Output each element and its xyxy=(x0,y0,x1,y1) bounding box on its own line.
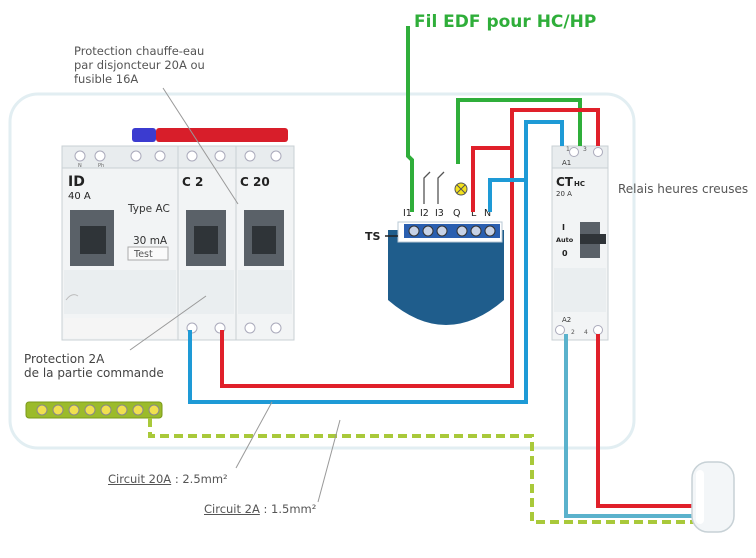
chauffe-eau-line-2: par disjoncteur 20A ou xyxy=(74,58,205,72)
circuit-20a-size: : 2.5mm² xyxy=(174,472,228,486)
ct-terminal-3: 3 xyxy=(583,146,587,153)
relay-module: TS I1 I2 I3 Q L N xyxy=(365,171,504,325)
id-name: ID xyxy=(68,174,85,190)
earth-bar xyxy=(25,401,163,419)
ct-rating: 20 A xyxy=(556,190,572,198)
earth-wire xyxy=(148,418,694,524)
terminal-n-label: N xyxy=(78,163,82,169)
id-test-button: Test xyxy=(133,249,153,260)
id-type: Type AC xyxy=(127,203,170,215)
contactor-hc: 1 3 A1 CT HC 20 A I Auto 0 A2 2 4 xyxy=(551,145,609,341)
circuit-2a-size: : 1.5mm² xyxy=(263,502,317,516)
edf-wire-green-ct xyxy=(456,98,582,164)
ct-terminal-1: 1 xyxy=(566,146,570,153)
blue-wire-module xyxy=(488,178,526,212)
breaker-id: N Ph ID 40 A Type AC 30 mA Test xyxy=(61,145,179,341)
ts-label: TS xyxy=(365,230,381,243)
id-rating: 40 A xyxy=(68,191,91,202)
water-heater xyxy=(691,461,735,533)
c20-name: C 20 xyxy=(240,175,270,189)
red-wire-top xyxy=(471,108,600,212)
blue-wire-main xyxy=(188,120,564,404)
annotation-chauffe-eau: Protection chauffe-eau par disjoncteur 2… xyxy=(74,44,205,86)
edf-wire-green xyxy=(406,26,414,212)
ct-mode-auto: Auto xyxy=(556,236,574,244)
terminal-n: N xyxy=(484,208,491,219)
busbar-red xyxy=(156,128,288,142)
busbar-blue xyxy=(132,128,156,142)
ct-terminal-4: 4 xyxy=(584,329,588,336)
ct-a2: A2 xyxy=(562,316,571,324)
ct-terminal-2: 2 xyxy=(571,329,575,336)
c2-name: C 2 xyxy=(182,175,203,189)
red-wire-heater xyxy=(596,334,694,508)
id-sensitivity: 30 mA xyxy=(133,235,168,247)
annotation-commande: Protection 2A de la partie commande xyxy=(24,352,164,380)
ct-a1: A1 xyxy=(562,159,571,167)
ct-mode-0: 0 xyxy=(562,249,568,258)
circuit-20a-name: Circuit 20A xyxy=(108,472,172,486)
commande-line-1: Protection 2A xyxy=(24,352,105,366)
ct-sub: HC xyxy=(574,180,585,188)
annotation-relais: Relais heures creuses xyxy=(618,182,749,196)
blue-wire-heater xyxy=(564,334,694,518)
chauffe-eau-line-3: fusible 16A xyxy=(74,72,139,86)
terminal-ph-label: Ph xyxy=(98,163,104,169)
terminal-i2: I2 xyxy=(420,208,429,219)
annotation-circuit-2a: Circuit 2A : 1.5mm² xyxy=(204,502,316,516)
breaker-c2: C 2 xyxy=(177,145,237,341)
ct-name: CT xyxy=(556,175,574,189)
ct-mode-i: I xyxy=(562,223,565,232)
circuit-2a-name: Circuit 2A xyxy=(204,502,260,516)
terminal-q: Q xyxy=(453,208,460,219)
breaker-c20: C 20 xyxy=(235,145,295,341)
page-title: Fil EDF pour HC/HP xyxy=(414,12,597,32)
annotation-circuit-20a: Circuit 20A : 2.5mm² xyxy=(108,472,228,486)
terminal-i3: I3 xyxy=(435,208,444,219)
terminal-l: L xyxy=(471,208,477,219)
commande-line-2: de la partie commande xyxy=(24,366,164,380)
red-wire-bottom xyxy=(220,148,514,388)
chauffe-eau-line-1: Protection chauffe-eau xyxy=(74,44,205,58)
terminal-i1: I1 xyxy=(403,208,412,219)
